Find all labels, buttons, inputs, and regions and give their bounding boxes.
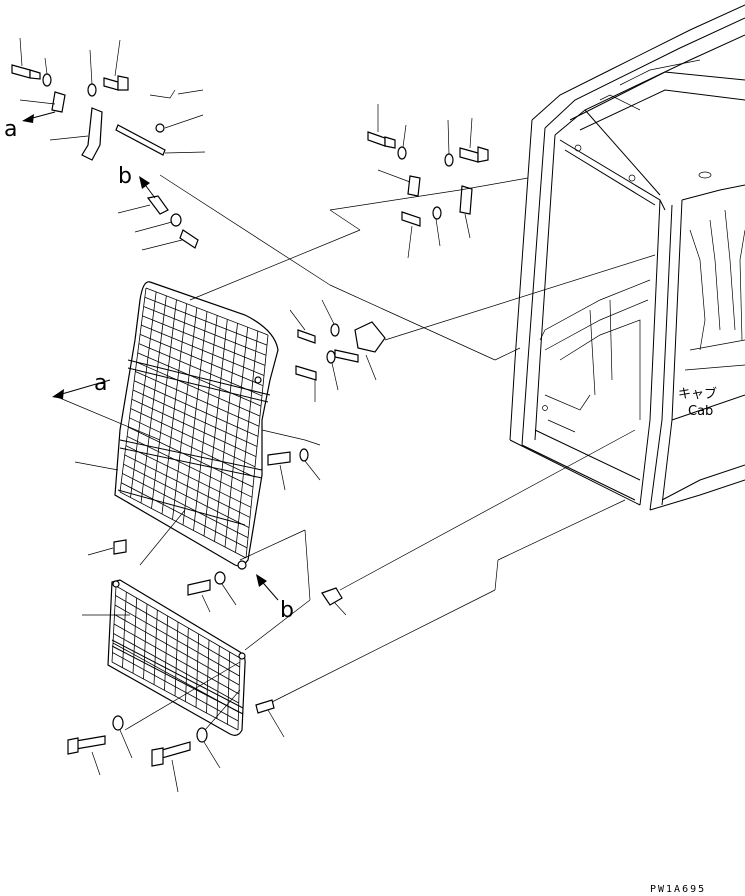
view-label-a-mid: a [94, 371, 107, 396]
view-label-b-top: b [118, 164, 132, 189]
upper-mesh-wire-h [143, 306, 267, 356]
upper-mesh-wire-h [135, 371, 260, 427]
lower-mesh-wire-h [114, 604, 240, 677]
upper-mesh-wire-h [124, 454, 251, 518]
upper-mesh-wire-h [132, 389, 258, 447]
drawing-code: PW1A695 [650, 884, 706, 895]
upper-mesh-wire-h [144, 296, 268, 346]
upper-mesh-wire-h [119, 491, 247, 559]
hardware-top-left [11, 37, 206, 251]
upper-mesh-wire-h [126, 436, 253, 498]
lower-mesh-wire-h [112, 652, 239, 722]
upper-mesh-wire-h [128, 426, 254, 488]
upper-mesh-wire-h [129, 417, 255, 478]
upper-mesh-wire-h [138, 343, 263, 397]
lower-front-guard [107, 579, 246, 736]
lower-mesh-wire-h [115, 585, 241, 659]
upper-mesh-wire-h [136, 361, 261, 417]
upper-mesh-wire-h [142, 315, 266, 366]
upper-mesh-wire-h [130, 408, 256, 468]
cab-label-en: Cab [688, 404, 713, 419]
cab-frame [509, 4, 745, 511]
hardware-top-middle [367, 104, 489, 259]
lower-mesh-wire-h [111, 661, 239, 731]
hardware-middle [67, 299, 386, 793]
assembly-lines [52, 174, 656, 731]
upper-mesh-wire-h [123, 463, 250, 528]
view-label-a-top: a [4, 117, 17, 142]
upper-mesh-wire-h [145, 287, 269, 336]
upper-mesh-wire-h [137, 352, 262, 407]
lower-mesh-wire-h [114, 614, 240, 686]
upper-mesh-wire-h [125, 445, 252, 508]
upper-mesh-wire-h [141, 324, 265, 376]
upper-mesh-wire-h [122, 473, 249, 539]
upper-mesh-wire-h [139, 333, 264, 387]
lower-mesh-wire-h [113, 623, 240, 695]
upper-mesh-wire-h [131, 398, 257, 457]
upper-front-guard [114, 281, 279, 570]
view-label-b-bottom: b [280, 598, 294, 623]
cab-label-jp: キャブ [678, 386, 717, 402]
lower-mesh-wire-h [115, 595, 240, 668]
upper-mesh-wire-h [134, 380, 259, 437]
lower-mesh-wire-h [113, 633, 239, 704]
upper-mesh-wire-h [120, 482, 248, 549]
